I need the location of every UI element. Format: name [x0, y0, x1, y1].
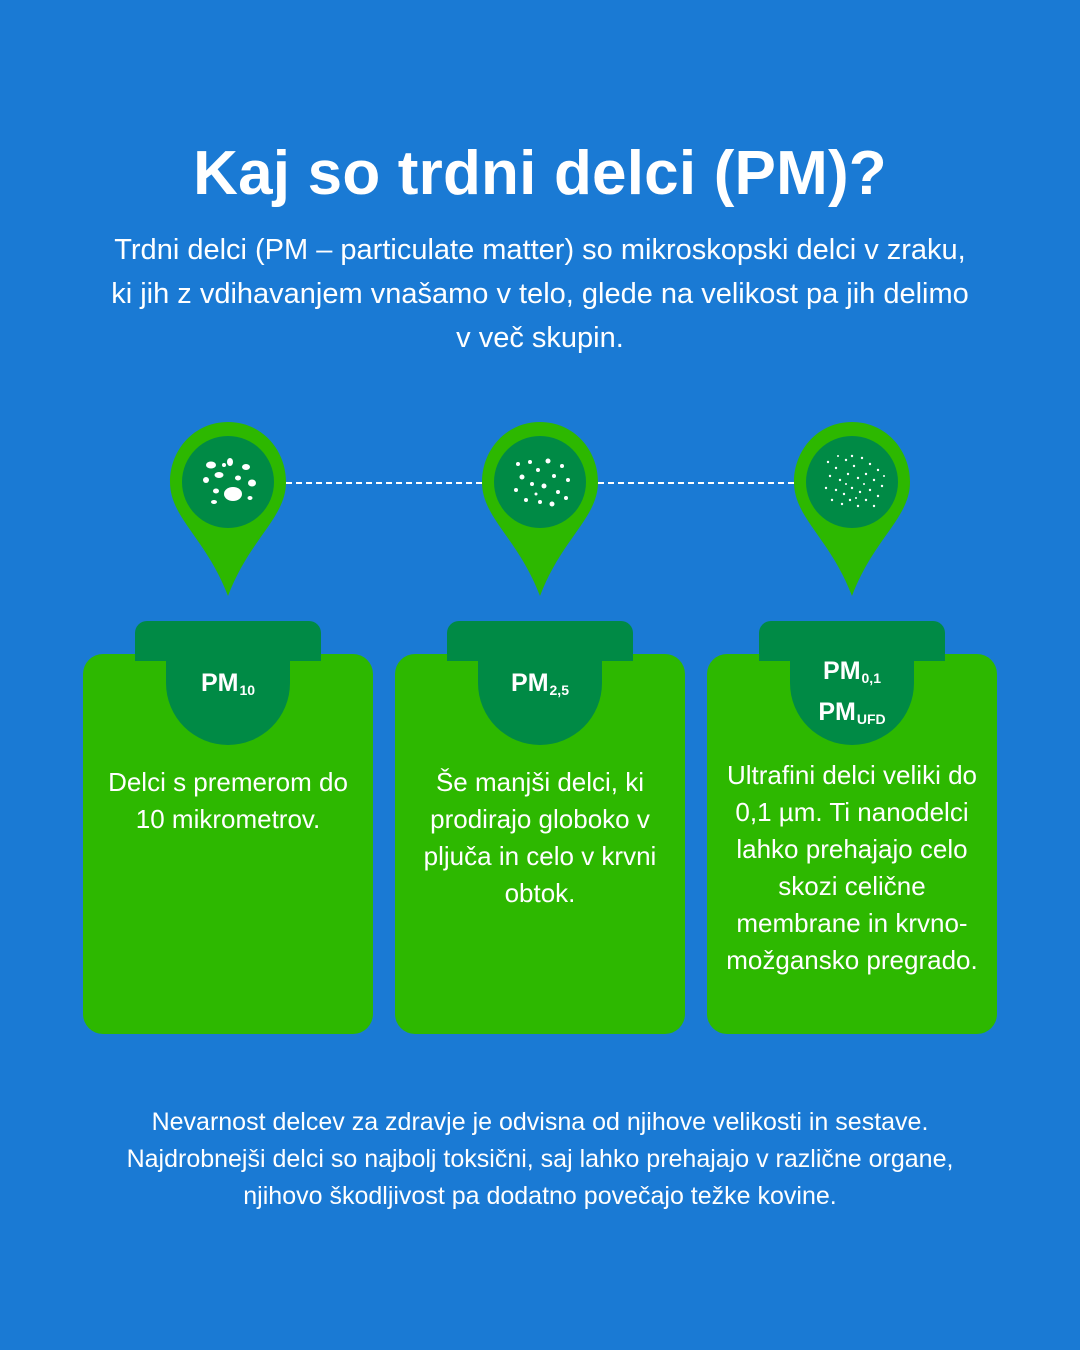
ultrafine-particles-icon	[824, 454, 885, 508]
card-description-pm01: Ultrafini delci veliki do 0,1 µm. Ti nan…	[726, 760, 978, 975]
page-title: Kaj so trdni delci (PM)?	[193, 139, 887, 208]
pm-label: PM2,5	[511, 669, 569, 698]
coarse-particles-icon	[203, 458, 256, 504]
card-badge-pm25: PM2,5	[478, 640, 602, 745]
card-badge-pm01: PM0,1 PMUFD	[790, 640, 914, 745]
pm-label: PMUFD	[818, 698, 886, 727]
dashed-connector-1	[286, 482, 482, 484]
pm-label: PM0,1	[823, 657, 881, 686]
card-description-pm25: Še manjši delci, ki prodirajo globoko v …	[423, 767, 657, 908]
pm-label: PM10	[200, 669, 256, 698]
pin-marker-pm10	[166, 420, 290, 598]
card-badge-pm10: PM10	[166, 640, 290, 745]
pin-marker-pm25	[478, 420, 602, 598]
card-description-pm10: Delci s premerom do 10 mikrometrov.	[108, 767, 348, 834]
fine-particles-icon	[514, 458, 570, 507]
pin-marker-pm01	[790, 420, 914, 598]
dashed-connector-2	[598, 482, 794, 484]
footer-text: Nevarnost delcev za zdravje je odvisna o…	[126, 1108, 954, 1210]
intro-text: Trdni delci (PM – particulate matter) so…	[111, 234, 969, 354]
